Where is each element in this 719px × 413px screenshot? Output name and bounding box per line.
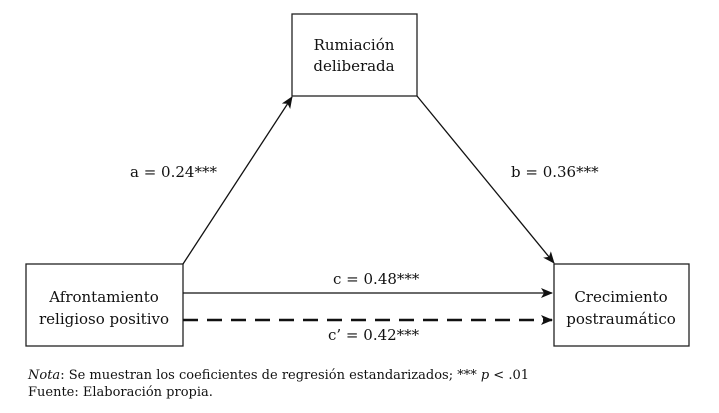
mediator-node: Rumiación deliberada	[291, 13, 418, 97]
path-c-label: c = 0.48***	[333, 270, 420, 288]
path-b-label: b = 0.36***	[511, 163, 599, 181]
source-line: Fuente: Elaboración propia.	[28, 385, 213, 400]
path-c-prime-label: c’ = 0.42***	[328, 326, 420, 344]
outcome-node: Crecimiento postraumático	[553, 263, 690, 347]
predictor-node: Afrontamiento religioso positivo	[25, 263, 184, 347]
outcome-label-line1: Crecimiento	[574, 288, 667, 306]
note-line: Nota: Se muestran los coeficientes de re…	[28, 367, 529, 384]
predictor-label-line2: religioso positivo	[39, 310, 169, 328]
path-a-label: a = 0.24***	[130, 163, 217, 181]
outcome-label-line2: postraumático	[566, 310, 676, 328]
note-p-symbol: p	[480, 368, 490, 383]
path-a-arrow	[182, 96, 293, 265]
mediator-label-line1: Rumiación	[314, 36, 395, 54]
predictor-label-line1: Afrontamiento	[48, 288, 159, 306]
path-b-arrow	[416, 95, 555, 264]
note-text: : Se muestran los coeficientes de regres…	[60, 368, 481, 383]
mediator-label-line2: deliberada	[313, 57, 394, 75]
note-label: Nota	[28, 368, 61, 383]
note-threshold: < .01	[489, 368, 530, 383]
figure-note: Nota: Se muestran los coeficientes de re…	[28, 367, 529, 401]
